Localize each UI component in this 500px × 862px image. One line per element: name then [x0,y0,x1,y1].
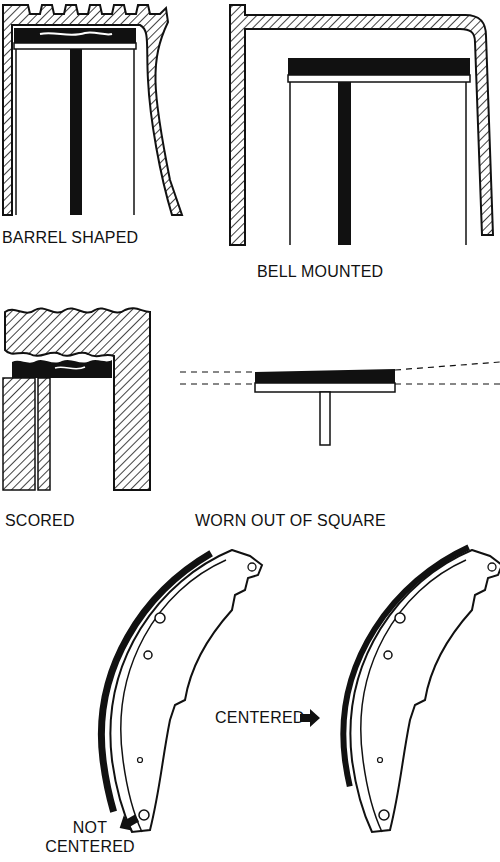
reference-line [395,362,500,370]
not-centered-shoe [101,540,262,848]
drum-wall [3,5,182,215]
lining [14,28,136,43]
shoe-web [350,550,500,832]
lining [12,360,112,378]
out-of-square-shoe [180,362,500,445]
pointer-arrow [115,810,141,836]
shoe-flange [3,378,35,490]
centered-shoe [343,544,500,836]
part-label: SCORED [5,511,75,530]
shoe-edge [133,49,135,215]
shoe-table [14,43,136,49]
lining-wear [40,33,112,35]
lining [255,369,395,383]
barrel-drum [3,5,182,215]
shoe-edge [15,49,17,215]
shoe-web [38,378,50,490]
part-label: CENTERED [215,708,305,727]
shoe-table [255,383,395,392]
shoe-edge [289,82,291,245]
shoe-web [70,49,82,215]
reference-line [180,383,255,384]
shoe-web [338,82,351,245]
shoe-web [110,550,262,832]
part-label: WORN OUT OF SQUARE [195,511,386,530]
lining [288,58,470,75]
shoe-edge [465,82,467,245]
part-label: BELL MOUNTED [257,262,383,281]
part-label: BARREL SHAPED [2,228,138,247]
reference-line [180,371,255,372]
bell-drum [230,5,493,245]
drum-wall [230,5,493,245]
part-label: NOT CENTERED [40,818,140,856]
scored-drum [3,308,150,490]
shoe-table [288,75,470,82]
shoe-web [320,392,330,445]
reference-line [395,383,500,384]
lining-wear [55,367,85,369]
